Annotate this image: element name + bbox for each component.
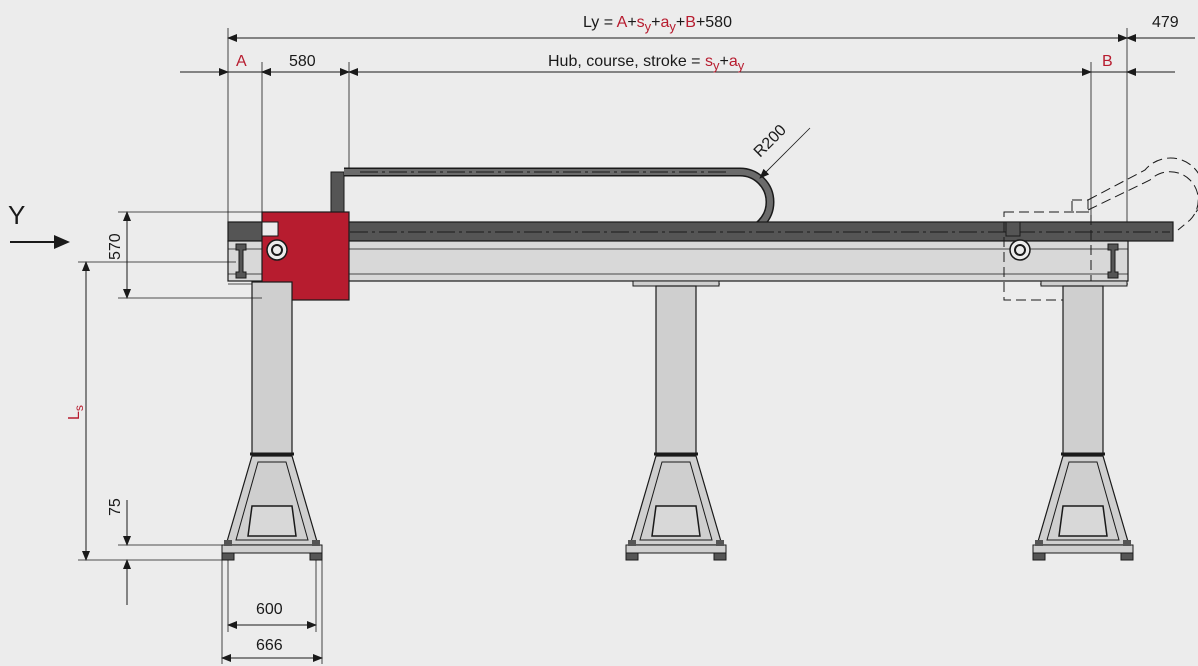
y-axis-arrowhead-icon: [54, 235, 70, 249]
base-666-label: 666: [256, 637, 283, 654]
b-label: B: [1102, 53, 1113, 70]
ly-formula: Ly = A+sy+ay+B+580: [583, 14, 732, 34]
support-height-label: Ls: [66, 405, 86, 420]
support-right: [1032, 280, 1134, 561]
carriage-width-label: 580: [289, 53, 316, 70]
right-overhang-label: 479: [1152, 14, 1179, 31]
height-570-label: 570: [107, 233, 124, 260]
base-600-label: 600: [256, 601, 283, 618]
motor-left-icon: [266, 239, 288, 261]
radius-leader: [759, 127, 811, 179]
radius-label: R200: [751, 122, 790, 161]
support-middle: [625, 280, 727, 561]
a-label: A: [236, 53, 247, 70]
y-axis-label: Y: [8, 200, 25, 230]
gantry-beam: [227, 221, 1174, 285]
vertical-dimensions: [78, 211, 262, 605]
stroke-formula: Hub, course, stroke = sy+ay: [548, 53, 745, 73]
carriage: [261, 211, 350, 301]
carriage-end-position: [1003, 157, 1198, 301]
base-dimensions: [221, 560, 323, 664]
support-left: [221, 281, 323, 561]
base-75-label: 75: [107, 498, 124, 516]
motor-right-icon: [1009, 239, 1031, 261]
